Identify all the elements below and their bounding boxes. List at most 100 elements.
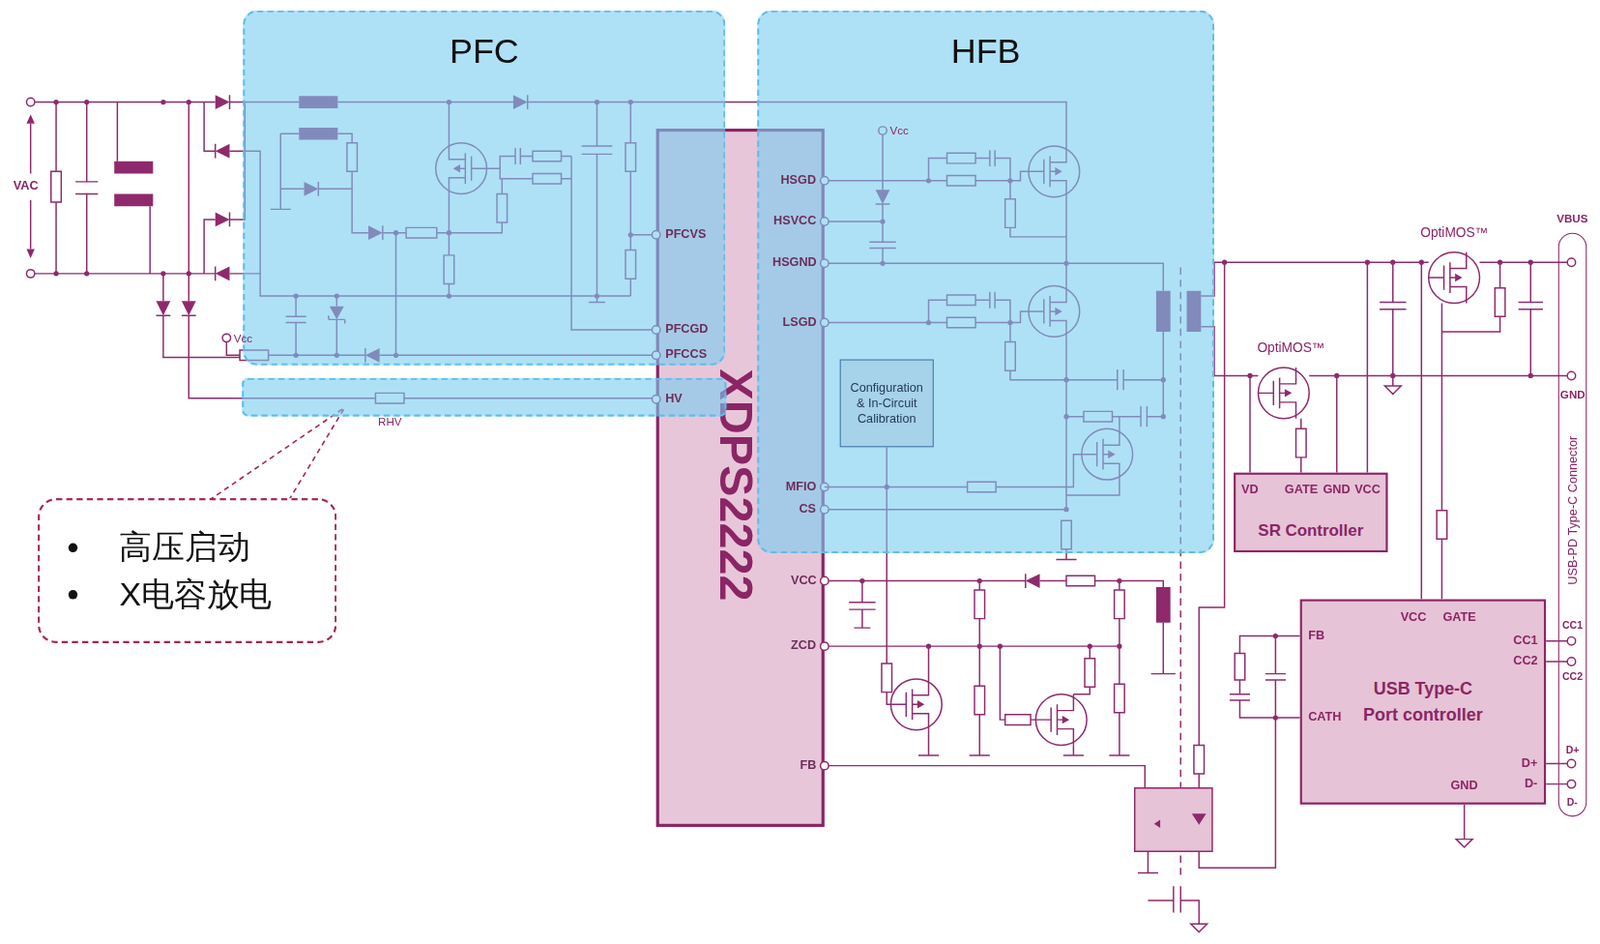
label-slot: PFCGD — [665, 322, 708, 338]
pin-label: ZCD — [790, 639, 816, 654]
usb-connector: USB-PD Type-C Connector — [1558, 232, 1588, 817]
label-slot: MFIO — [785, 479, 817, 495]
pin-label: Vcc — [233, 331, 253, 345]
connector-wire — [1545, 783, 1559, 785]
pin-label: VCC — [790, 573, 817, 588]
label-slot: RHV — [378, 414, 403, 428]
label-slot: GATE — [1442, 610, 1476, 625]
callout-leader — [208, 407, 345, 500]
label-slot: VAC — [13, 179, 39, 195]
label-slot: HSGD — [780, 173, 816, 188]
connector-wire — [1545, 762, 1559, 764]
mosfet-symbol — [1257, 367, 1310, 419]
pin-label: D- — [1524, 776, 1538, 791]
label-slot: HSVCC — [773, 214, 816, 230]
connector-wire — [1545, 640, 1559, 641]
hfb-region: HFB Configuration & In-Circuit Calibratio… — [756, 10, 1215, 554]
label-slot: LSGD — [783, 315, 817, 330]
pin-label: CC1 — [1562, 619, 1583, 632]
label-slot: D- — [1524, 776, 1538, 791]
label-slot: VCC — [790, 573, 817, 588]
mosfet-symbol — [890, 678, 942, 730]
pin-label: Vcc — [889, 123, 908, 137]
pin-label: FB — [1308, 628, 1325, 643]
pin-label: VAC — [13, 179, 39, 195]
label-slot: CATH — [1308, 710, 1341, 726]
pin-label: LSGD — [783, 315, 817, 330]
label-slot: D- — [1567, 795, 1578, 808]
node-text: SR Controller — [1257, 521, 1364, 540]
label-slot: HSGND — [772, 256, 817, 271]
label-slot: CC2 — [1512, 654, 1538, 670]
pin-label: D- — [1567, 795, 1578, 808]
pin-label: VBUS — [1556, 211, 1588, 225]
pin-label: PFCGD — [665, 322, 708, 338]
pin-label: RHV — [378, 414, 403, 428]
node-text: 高压启动 — [118, 526, 335, 568]
label-slot: Vcc — [233, 331, 253, 345]
pin-label: D+ — [1521, 756, 1539, 771]
label-slot: OptiMOS™ — [1420, 225, 1488, 241]
label-slot: GND — [1322, 482, 1350, 497]
pin-label: HSGND — [772, 256, 817, 271]
label-slot: VD — [1241, 482, 1259, 497]
pfc-region: PFC — [242, 10, 726, 366]
label-slot: Vcc — [889, 123, 908, 137]
node-text: X电容放电 — [118, 573, 335, 614]
pin-label: CC1 — [1512, 633, 1538, 648]
label-slot: HV — [665, 391, 683, 407]
pin-label: D+ — [1566, 743, 1580, 756]
pin-label: HSGD — [780, 173, 816, 188]
pin-label: HV — [665, 391, 683, 407]
pin-label: FB — [800, 757, 817, 773]
label-slot: OptiMOS™ — [1256, 340, 1325, 356]
mosfet-symbol — [1428, 252, 1481, 304]
pin-label: VCC — [1354, 482, 1381, 497]
pin-label: HSVCC — [773, 214, 816, 230]
pin-label: PFCVS — [665, 227, 706, 242]
pin-label: PFCCS — [665, 348, 707, 363]
pin-label: OptiMOS™ — [1420, 225, 1488, 241]
node-text: USB Type-C Port controller — [1358, 675, 1488, 728]
pin-label: OptiMOS™ — [1256, 340, 1325, 356]
label-slot: CC1 — [1562, 619, 1583, 632]
label-slot: FB — [1308, 628, 1325, 643]
label-slot: CC1 — [1512, 633, 1538, 648]
node-text: HFB — [758, 30, 1213, 73]
hv-band — [241, 378, 727, 417]
pin-label: VD — [1241, 482, 1259, 497]
calibration-block: Configuration & In-Circuit Calibration — [840, 359, 934, 448]
pin-label: VCC — [1400, 610, 1427, 625]
label-slot: GND — [1450, 778, 1478, 793]
node-text: PFC — [244, 30, 724, 73]
label-slot: GND — [1560, 387, 1586, 401]
label-slot: GATE — [1284, 482, 1318, 497]
callout-box: 高压启动 X电容放电 — [37, 497, 337, 643]
label-slot: VCC — [1354, 482, 1381, 497]
pin-label: GATE — [1442, 610, 1476, 625]
pin-label: GND — [1450, 778, 1478, 793]
pin-label: CS — [798, 501, 816, 517]
label-slot: VCC — [1400, 610, 1427, 625]
label-slot: VBUS — [1556, 211, 1588, 225]
label-slot: PFCVS — [665, 227, 706, 242]
node-text: USB-PD Type-C Connector — [1566, 435, 1579, 584]
node-text: Configuration & In-Circuit Calibration — [846, 379, 927, 426]
pin-label: GND — [1560, 387, 1586, 401]
pin-label: CC2 — [1512, 654, 1538, 670]
label-slot: PFCCS — [665, 348, 707, 363]
pin-label: MFIO — [785, 479, 817, 495]
label-slot: CC2 — [1562, 669, 1583, 682]
mosfet-symbol — [1035, 694, 1087, 746]
label-slot: ZCD — [790, 639, 816, 654]
label-slot: D+ — [1566, 743, 1580, 756]
pin-label: CC2 — [1562, 669, 1583, 682]
label-slot: D+ — [1521, 756, 1539, 771]
label-slot: FB — [800, 757, 817, 773]
pin-label: GND — [1322, 482, 1350, 497]
label-slot: CS — [798, 501, 816, 517]
pin-label: CATH — [1308, 710, 1341, 726]
connector-wire — [1545, 660, 1559, 662]
pin-label: GATE — [1284, 482, 1318, 497]
